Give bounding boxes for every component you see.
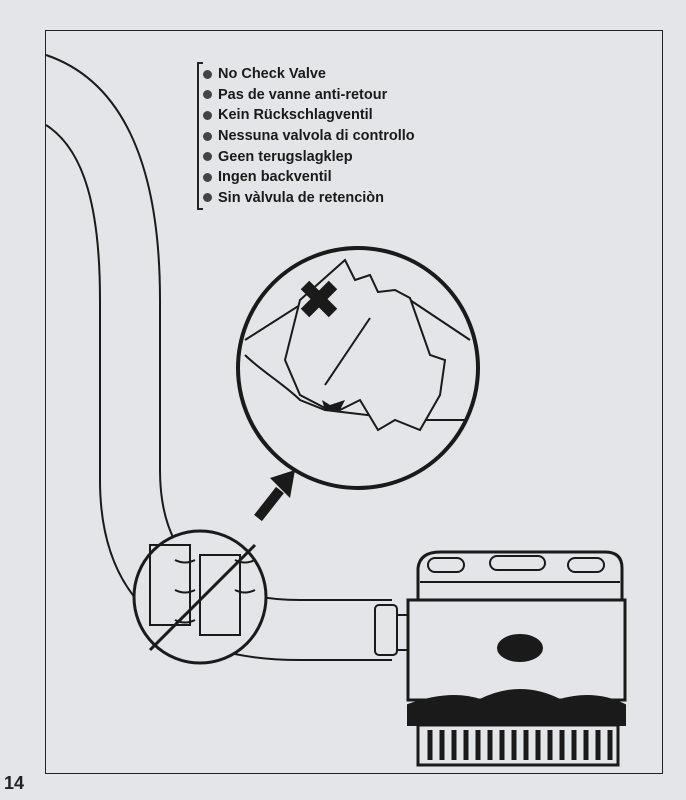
bullet-icon xyxy=(203,131,212,141)
valve-detail-large xyxy=(236,246,480,490)
bullet-icon xyxy=(203,90,212,100)
page-number: 14 xyxy=(4,773,25,793)
legend-item: Pas de vanne anti-retour xyxy=(203,85,415,106)
bilge-pump xyxy=(374,550,627,767)
legend-item: Ingen backventil xyxy=(203,167,415,188)
legend-label: Sin vàlvula de retenciòn xyxy=(218,189,384,206)
no-check-valve-legend: No Check Valve Pas de vanne anti-retour … xyxy=(197,62,415,211)
legend-item: Kein Rückschlagventil xyxy=(203,105,415,126)
legend-label: No Check Valve xyxy=(218,66,326,83)
legend-label: Geen terugslagklep xyxy=(218,148,353,165)
bullet-icon xyxy=(203,193,212,203)
legend-item: Sin vàlvula de retenciòn xyxy=(203,188,415,209)
legend-item: Geen terugslagklep xyxy=(203,146,415,167)
valve-detail-small xyxy=(132,529,268,665)
bullet-icon xyxy=(203,110,212,120)
diagram-frame xyxy=(45,30,663,774)
legend-label: Ingen backventil xyxy=(218,169,332,186)
legend-label: Kein Rückschlagventil xyxy=(218,107,373,124)
legend-label: Pas de vanne anti-retour xyxy=(218,86,388,103)
bullet-icon xyxy=(203,172,212,182)
bullet-icon xyxy=(203,152,212,162)
arrow-icon xyxy=(254,470,295,522)
bullet-icon xyxy=(203,69,212,79)
legend-item: Nessuna valvola di controllo xyxy=(203,126,415,147)
legend-label: Nessuna valvola di controllo xyxy=(218,128,415,145)
legend-item: No Check Valve xyxy=(203,64,415,85)
